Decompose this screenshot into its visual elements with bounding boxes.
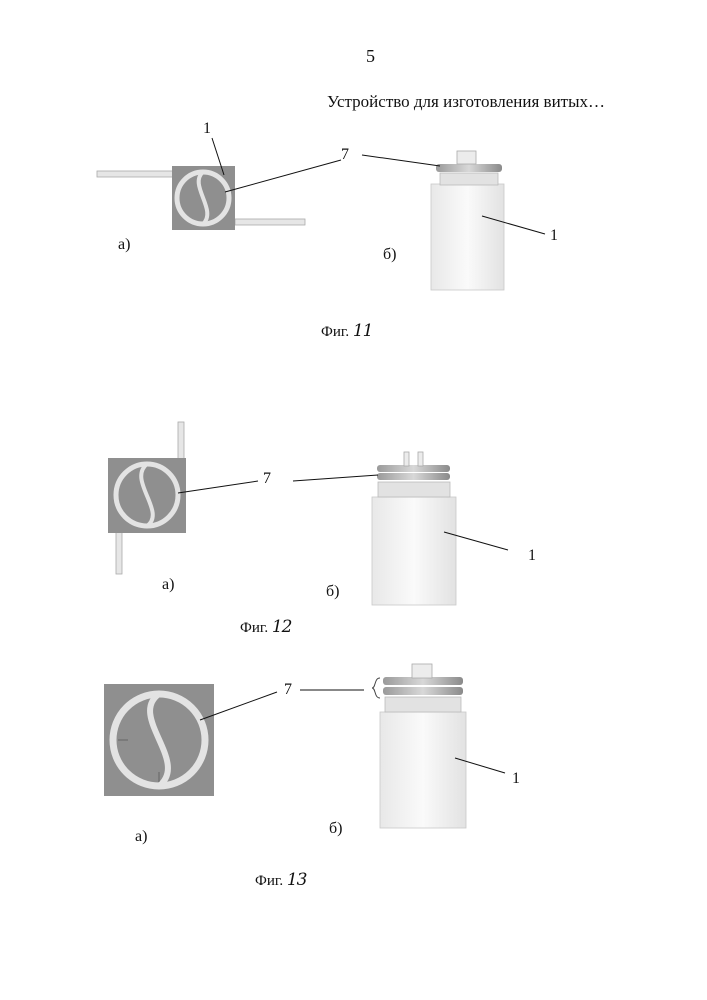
fig11-caption: Фиг. 11 (321, 321, 372, 341)
fig12-side-view (372, 452, 456, 605)
fig12-caption: Фиг. 12 (240, 617, 291, 637)
fig13-caption-prefix: Фиг. (255, 873, 283, 889)
fig12-caption-prefix: Фиг. (240, 620, 268, 636)
fig13-plan-view (104, 684, 214, 796)
fig11-ref-body: 1 (550, 227, 558, 245)
fig11-caption-prefix: Фиг. (321, 324, 349, 340)
fig12-ref-coil: 7 (263, 470, 271, 488)
fig11-plan-view (97, 166, 305, 230)
fig13-ref-coil: 7 (284, 681, 292, 699)
fig13-part-b: б) (329, 820, 342, 838)
fig11-ref-device: 1 (203, 120, 211, 138)
fig13-ref-body: 1 (512, 770, 520, 788)
fig11-ref-coil: 7 (341, 146, 349, 164)
fig12-part-a: а) (162, 576, 174, 594)
fig12-ref-body: 1 (528, 547, 536, 565)
fig13-caption-number: 13 (287, 870, 307, 890)
fig12-part-b: б) (326, 583, 339, 601)
fig11-part-b: б) (383, 246, 396, 264)
fig11-part-a: а) (118, 236, 130, 254)
fig11-side-view (431, 151, 504, 290)
fig13-part-a: а) (135, 828, 147, 846)
fig12-caption-number: 12 (272, 617, 292, 637)
fig13-caption: Фиг. 13 (255, 870, 306, 890)
fig11-caption-number: 11 (353, 321, 373, 341)
fig12-plan-view (108, 422, 186, 574)
fig13-side-view (372, 664, 466, 828)
